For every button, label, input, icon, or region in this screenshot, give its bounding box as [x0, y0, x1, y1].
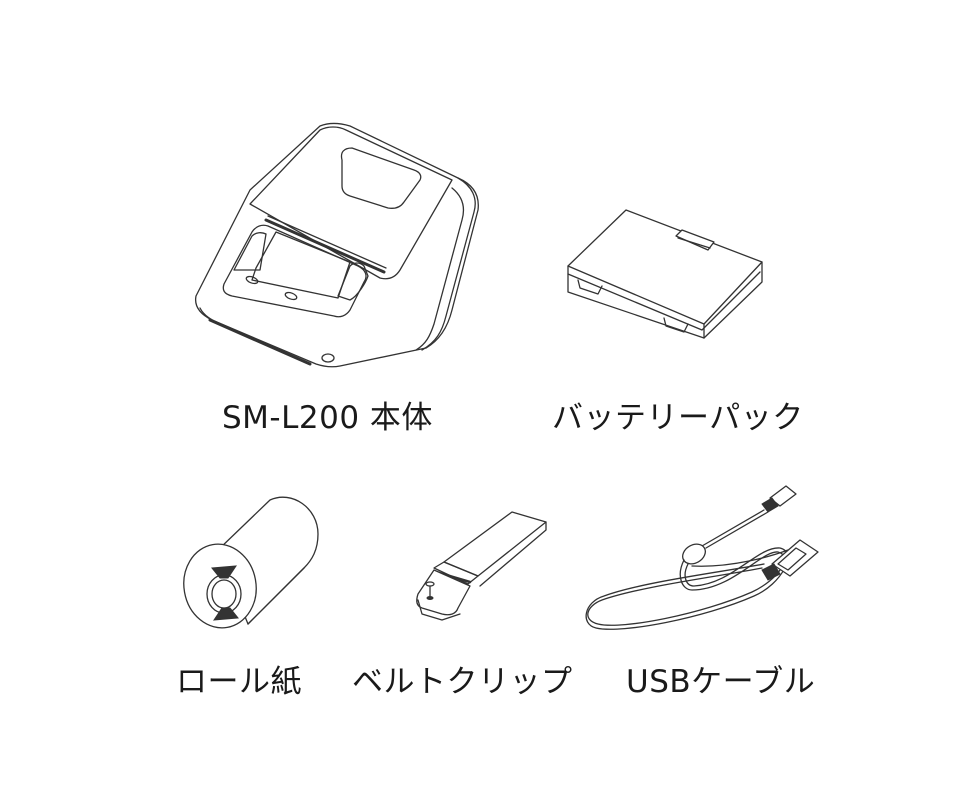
item-label: SM-L200 本体	[222, 400, 433, 436]
paper-roll-illustration-icon	[182, 494, 322, 632]
item-label: USBケーブル	[626, 664, 816, 700]
item-label: バッテリーパック	[552, 400, 804, 436]
item-label: ベルトクリップ	[352, 664, 573, 700]
item-label: ロール紙	[176, 664, 302, 700]
battery-pack-illustration-icon	[566, 206, 766, 338]
usb-cable-illustration-icon	[582, 480, 822, 632]
printer-illustration-icon	[190, 120, 490, 370]
belt-clip-illustration-icon	[414, 510, 548, 620]
